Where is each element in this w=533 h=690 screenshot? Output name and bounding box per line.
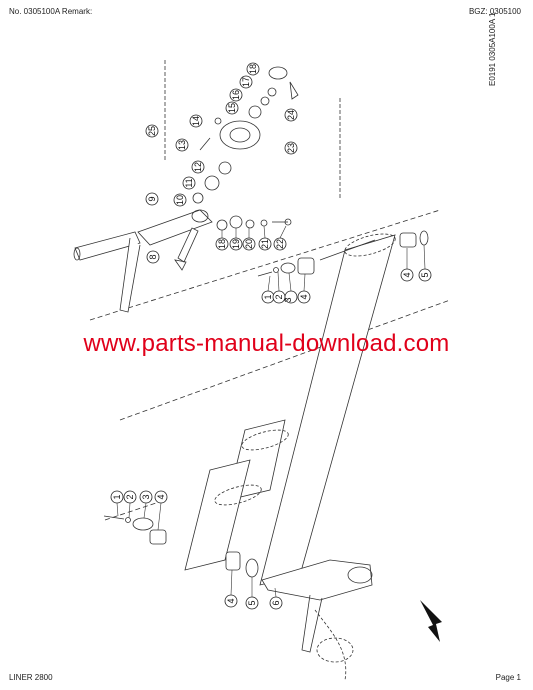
svg-text:20: 20 [244, 239, 254, 249]
callout-8: 9 [145, 192, 159, 206]
footer-page-number: Page 1 [495, 673, 521, 682]
svg-text:10: 10 [175, 195, 185, 205]
svg-text:4: 4 [402, 272, 412, 277]
svg-text:2: 2 [125, 494, 135, 499]
svg-text:1: 1 [263, 294, 273, 299]
diagram-id: E0191 0305A100A 1 [488, 12, 497, 86]
svg-text:14: 14 [191, 116, 201, 126]
svg-text:3: 3 [141, 494, 151, 499]
callout-14: 15 [225, 101, 239, 115]
callout-21: 21 [258, 237, 272, 251]
svg-text:9: 9 [147, 196, 157, 201]
callout-17: 18 [246, 62, 260, 76]
svg-text:4: 4 [156, 494, 166, 499]
callout-19: 19 [229, 237, 243, 251]
callout-25: 25 [145, 124, 159, 138]
callout-23: 23 [284, 141, 298, 155]
callout-4c: 4 [154, 490, 168, 504]
callout-11: 12 [191, 160, 205, 174]
svg-text:5: 5 [420, 272, 430, 277]
svg-text:2: 2 [274, 294, 284, 299]
svg-text:19: 19 [231, 239, 241, 249]
svg-text:4: 4 [299, 294, 309, 299]
callout-5b: 5 [245, 596, 259, 610]
callout-1: 1 [261, 290, 275, 304]
callout-4: 4 [297, 290, 311, 304]
svg-text:25: 25 [147, 126, 157, 136]
header-bgz: BGZ: 0305100 [468, 7, 521, 16]
callout-16: 17 [239, 75, 253, 89]
svg-text:18: 18 [248, 64, 258, 74]
callout-15: 16 [229, 88, 243, 102]
svg-text:1: 1 [112, 494, 122, 499]
svg-text:23: 23 [286, 143, 296, 153]
callout-22: 22 [273, 237, 287, 251]
callout-24: 24 [284, 108, 298, 122]
direction-arrow-icon [420, 600, 442, 642]
callout-4d: 4 [224, 594, 238, 608]
callout-12: 13 [175, 138, 189, 152]
callout-20: 20 [242, 237, 256, 251]
callout-13: 14 [189, 114, 203, 128]
svg-text:21: 21 [260, 239, 270, 249]
watermark-link[interactable]: www.parts-manual-download.com [83, 330, 450, 357]
callout-3b: 3 [139, 490, 153, 504]
callout-5: 5 [418, 268, 432, 282]
svg-text:13: 13 [177, 140, 187, 150]
callout-1b: 1 [110, 490, 124, 504]
svg-text:12: 12 [193, 162, 203, 172]
svg-text:4: 4 [226, 598, 236, 603]
svg-text:17: 17 [241, 77, 251, 87]
footer-model: LINER 2800 [9, 673, 53, 682]
svg-text:8: 8 [148, 254, 158, 259]
header-document-number: No. 0305100A Remark: [9, 7, 93, 16]
svg-text:16: 16 [231, 90, 241, 100]
callout-10: 11 [182, 176, 196, 190]
svg-text:18: 18 [217, 239, 227, 249]
svg-text:11: 11 [184, 178, 194, 187]
callout-6: 6 [269, 596, 283, 610]
svg-text:24: 24 [286, 110, 296, 120]
svg-text:3: 3 [283, 297, 293, 302]
callout-4b: 4 [400, 268, 414, 282]
callout-2b: 2 [123, 490, 137, 504]
svg-text:22: 22 [275, 239, 285, 249]
svg-text:15: 15 [227, 103, 237, 113]
callout-18: 18 [215, 237, 229, 251]
callout-3: 3 [283, 290, 298, 304]
svg-text:5: 5 [247, 600, 257, 605]
callout-7: 8 [146, 250, 160, 264]
callout-9: 10 [173, 193, 187, 207]
svg-text:6: 6 [271, 600, 281, 605]
